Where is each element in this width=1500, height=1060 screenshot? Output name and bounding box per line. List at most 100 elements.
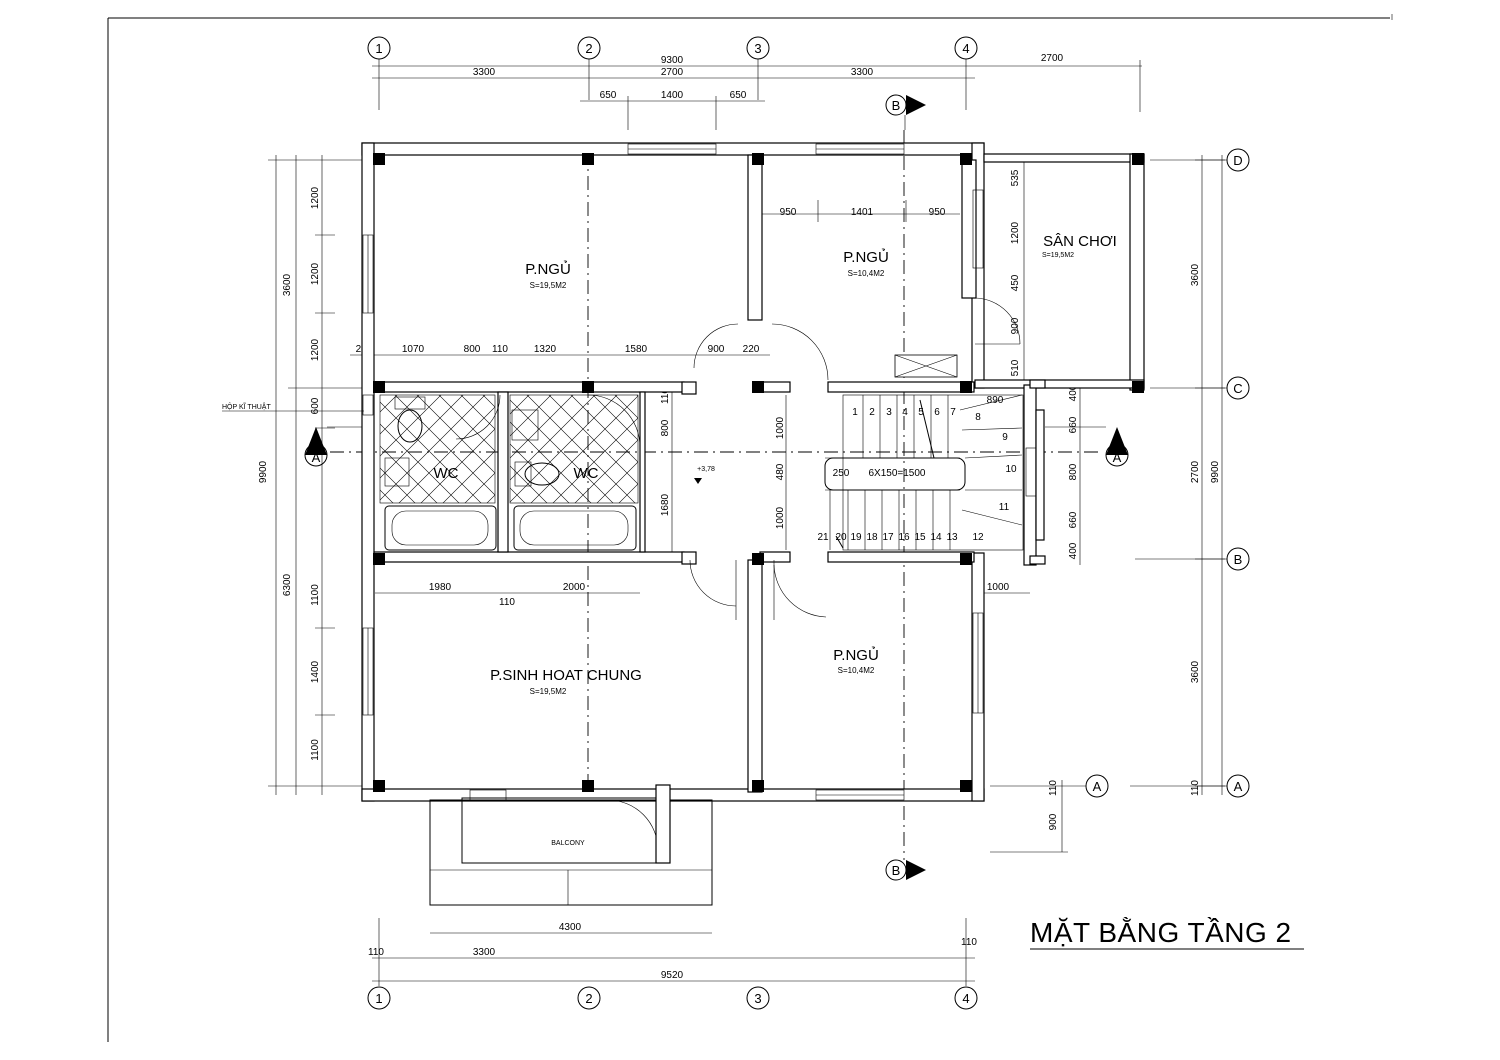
svg-text:B: B [892, 98, 901, 113]
dim-right-seg-4: 110 [1190, 780, 1201, 796]
stair-step-13: 13 [946, 532, 958, 543]
dim-right-110b: 110 [1048, 780, 1059, 796]
axis-mid-a: A [1093, 779, 1102, 794]
dim-bath-3: 800 [464, 344, 481, 355]
svg-text:A: A [1113, 450, 1122, 465]
stair-step-5: 5 [918, 407, 924, 418]
stair-step-17: 17 [882, 532, 894, 543]
columns [373, 153, 1144, 792]
room-name-living: P.SINH HOAT CHUNG [490, 667, 642, 684]
dim-left-lower: 6300 [282, 573, 293, 596]
dim-bed3-side: 1000 [987, 582, 1010, 593]
section-mark-a-right: A [1045, 426, 1129, 467]
dimensions-left: 9900 3600 6300 1200 1200 1200 600 1100 1… [258, 155, 362, 795]
dim-bed2-2: 1401 [851, 207, 874, 218]
room-name-bedroom-2: P.NGỦ [843, 248, 889, 266]
stair-step-6: 6 [934, 407, 940, 418]
stair-step-16: 16 [898, 532, 910, 543]
dim-top-bay-2: 2700 [661, 67, 684, 78]
dim-sanchoi-5: 510 [1010, 359, 1021, 376]
section-mark-b-top: B [885, 94, 926, 130]
axis-bottom-3: 3 [754, 991, 761, 1006]
stair-step-15: 15 [914, 532, 926, 543]
dim-right-seg-3: 3600 [1190, 660, 1201, 683]
stair-step-11: 11 [999, 502, 1010, 513]
svg-text:A: A [312, 450, 321, 465]
axis-right-d: D [1233, 153, 1242, 168]
dim-bottom-right-110: 110 [961, 937, 977, 948]
dimensions-top: 9300 2700 3300 2700 3300 650 1400 650 [372, 53, 1142, 130]
windows [362, 143, 1037, 801]
dim-right-total: 9900 [1210, 460, 1221, 483]
dim-left-upper: 3600 [282, 273, 293, 296]
dim-left-seg-5: 1100 [310, 584, 321, 606]
dim-stairside-5: 400 [1068, 542, 1079, 559]
dim-left-seg-1: 1200 [310, 186, 321, 209]
section-markers: A A B B [304, 94, 1129, 881]
dimensions-bottom: 4300 3300 9520 110 110 [368, 918, 977, 986]
balcony: BALCONY [429, 784, 713, 906]
stair-step-20: 20 [835, 532, 847, 543]
dim-sanchoi-4: 900 [1010, 317, 1021, 334]
wc-fixtures [362, 394, 637, 551]
axis-bottom-1: 1 [375, 991, 382, 1006]
dim-bath-5: 1320 [534, 344, 557, 355]
dim-bath-6: 1580 [625, 344, 648, 355]
dim-stair-top: 890 [987, 395, 1004, 406]
grid-axes-right: D C B A A [990, 148, 1250, 798]
grid-axes-bottom: 1 2 3 4 [367, 986, 978, 1010]
stair-step-12: 12 [972, 532, 984, 543]
dim-bottom-bay: 3300 [473, 947, 496, 958]
section-mark-b-bottom: B [885, 859, 926, 881]
stair-width-label: 6X150=1500 [868, 468, 925, 479]
dim-top-right-ext: 2700 [1041, 53, 1064, 64]
dim-stair-landing: 250 [833, 468, 850, 479]
dim-left-seg-2: 1200 [310, 262, 321, 285]
room-name-wc-2: WC [574, 465, 599, 482]
stair-step-8: 8 [975, 412, 981, 423]
dim-hall-1: 800 [660, 419, 671, 436]
dim-bed2-1: 950 [780, 207, 797, 218]
stair-step-7: 7 [950, 407, 956, 418]
dim-bottom-balcony: 4300 [559, 922, 582, 933]
stair-step-4: 4 [902, 407, 908, 418]
dim-right-seg-2: 2700 [1190, 460, 1201, 483]
dimensions-interior: 950 1401 950 250 1070 800 110 1320 1580 … [350, 200, 1030, 608]
dim-stair-v-3: 1000 [775, 506, 786, 529]
svg-text:B: B [892, 863, 901, 878]
axis-right-c: C [1233, 381, 1242, 396]
dim-bottom-left-110: 110 [368, 947, 384, 958]
balcony-label: BALCONY [551, 840, 585, 847]
axis-right-a: A [1234, 779, 1243, 794]
axis-top-2: 2 [585, 41, 592, 56]
dim-top-window-1: 650 [600, 90, 617, 101]
wc-floor-hatching [379, 354, 958, 504]
dim-left-seg-6: 1400 [310, 660, 321, 683]
dim-stair-v-2: 480 [775, 463, 786, 480]
dim-left-total: 9900 [258, 460, 269, 483]
dim-bed2-3: 950 [929, 207, 946, 218]
drawing-title: MẶT BẰNG TẦNG 2 [1030, 917, 1304, 950]
technical-box-label: HỘP KĨ THUẬT [222, 402, 271, 411]
doors [455, 297, 1021, 620]
dim-right-seg-1: 3600 [1190, 263, 1201, 286]
sheet-border [107, 14, 1393, 1042]
axis-top-1: 1 [375, 41, 382, 56]
room-area-bedroom-1: S=19,5M2 [530, 281, 567, 290]
dim-bath-2: 1070 [402, 344, 425, 355]
dim-top-window-2: 1400 [661, 90, 684, 101]
room-area-living: S=19,5M2 [530, 687, 567, 696]
room-name-bedroom-1: P.NGỦ [525, 260, 571, 278]
dim-left-seg-3: 1200 [310, 338, 321, 361]
dim-bath-8: 220 [743, 344, 760, 355]
room-name-wc-1: WC [434, 465, 459, 482]
dim-top-window-3: 650 [730, 90, 747, 101]
stair-step-9: 9 [1002, 432, 1008, 443]
dimensions-right: 9900 3600 2700 3600 110 110 900 535 1200… [990, 155, 1225, 853]
dim-top-bay-1: 3300 [473, 67, 496, 78]
dim-sanchoi-2: 1200 [1010, 221, 1021, 244]
room-area-playground: S=19,5M2 [1042, 252, 1074, 259]
dim-stairside-3: 800 [1068, 463, 1079, 480]
dim-stairside-4: 660 [1068, 511, 1079, 528]
dim-sanchoi-1: 535 [1010, 169, 1021, 186]
